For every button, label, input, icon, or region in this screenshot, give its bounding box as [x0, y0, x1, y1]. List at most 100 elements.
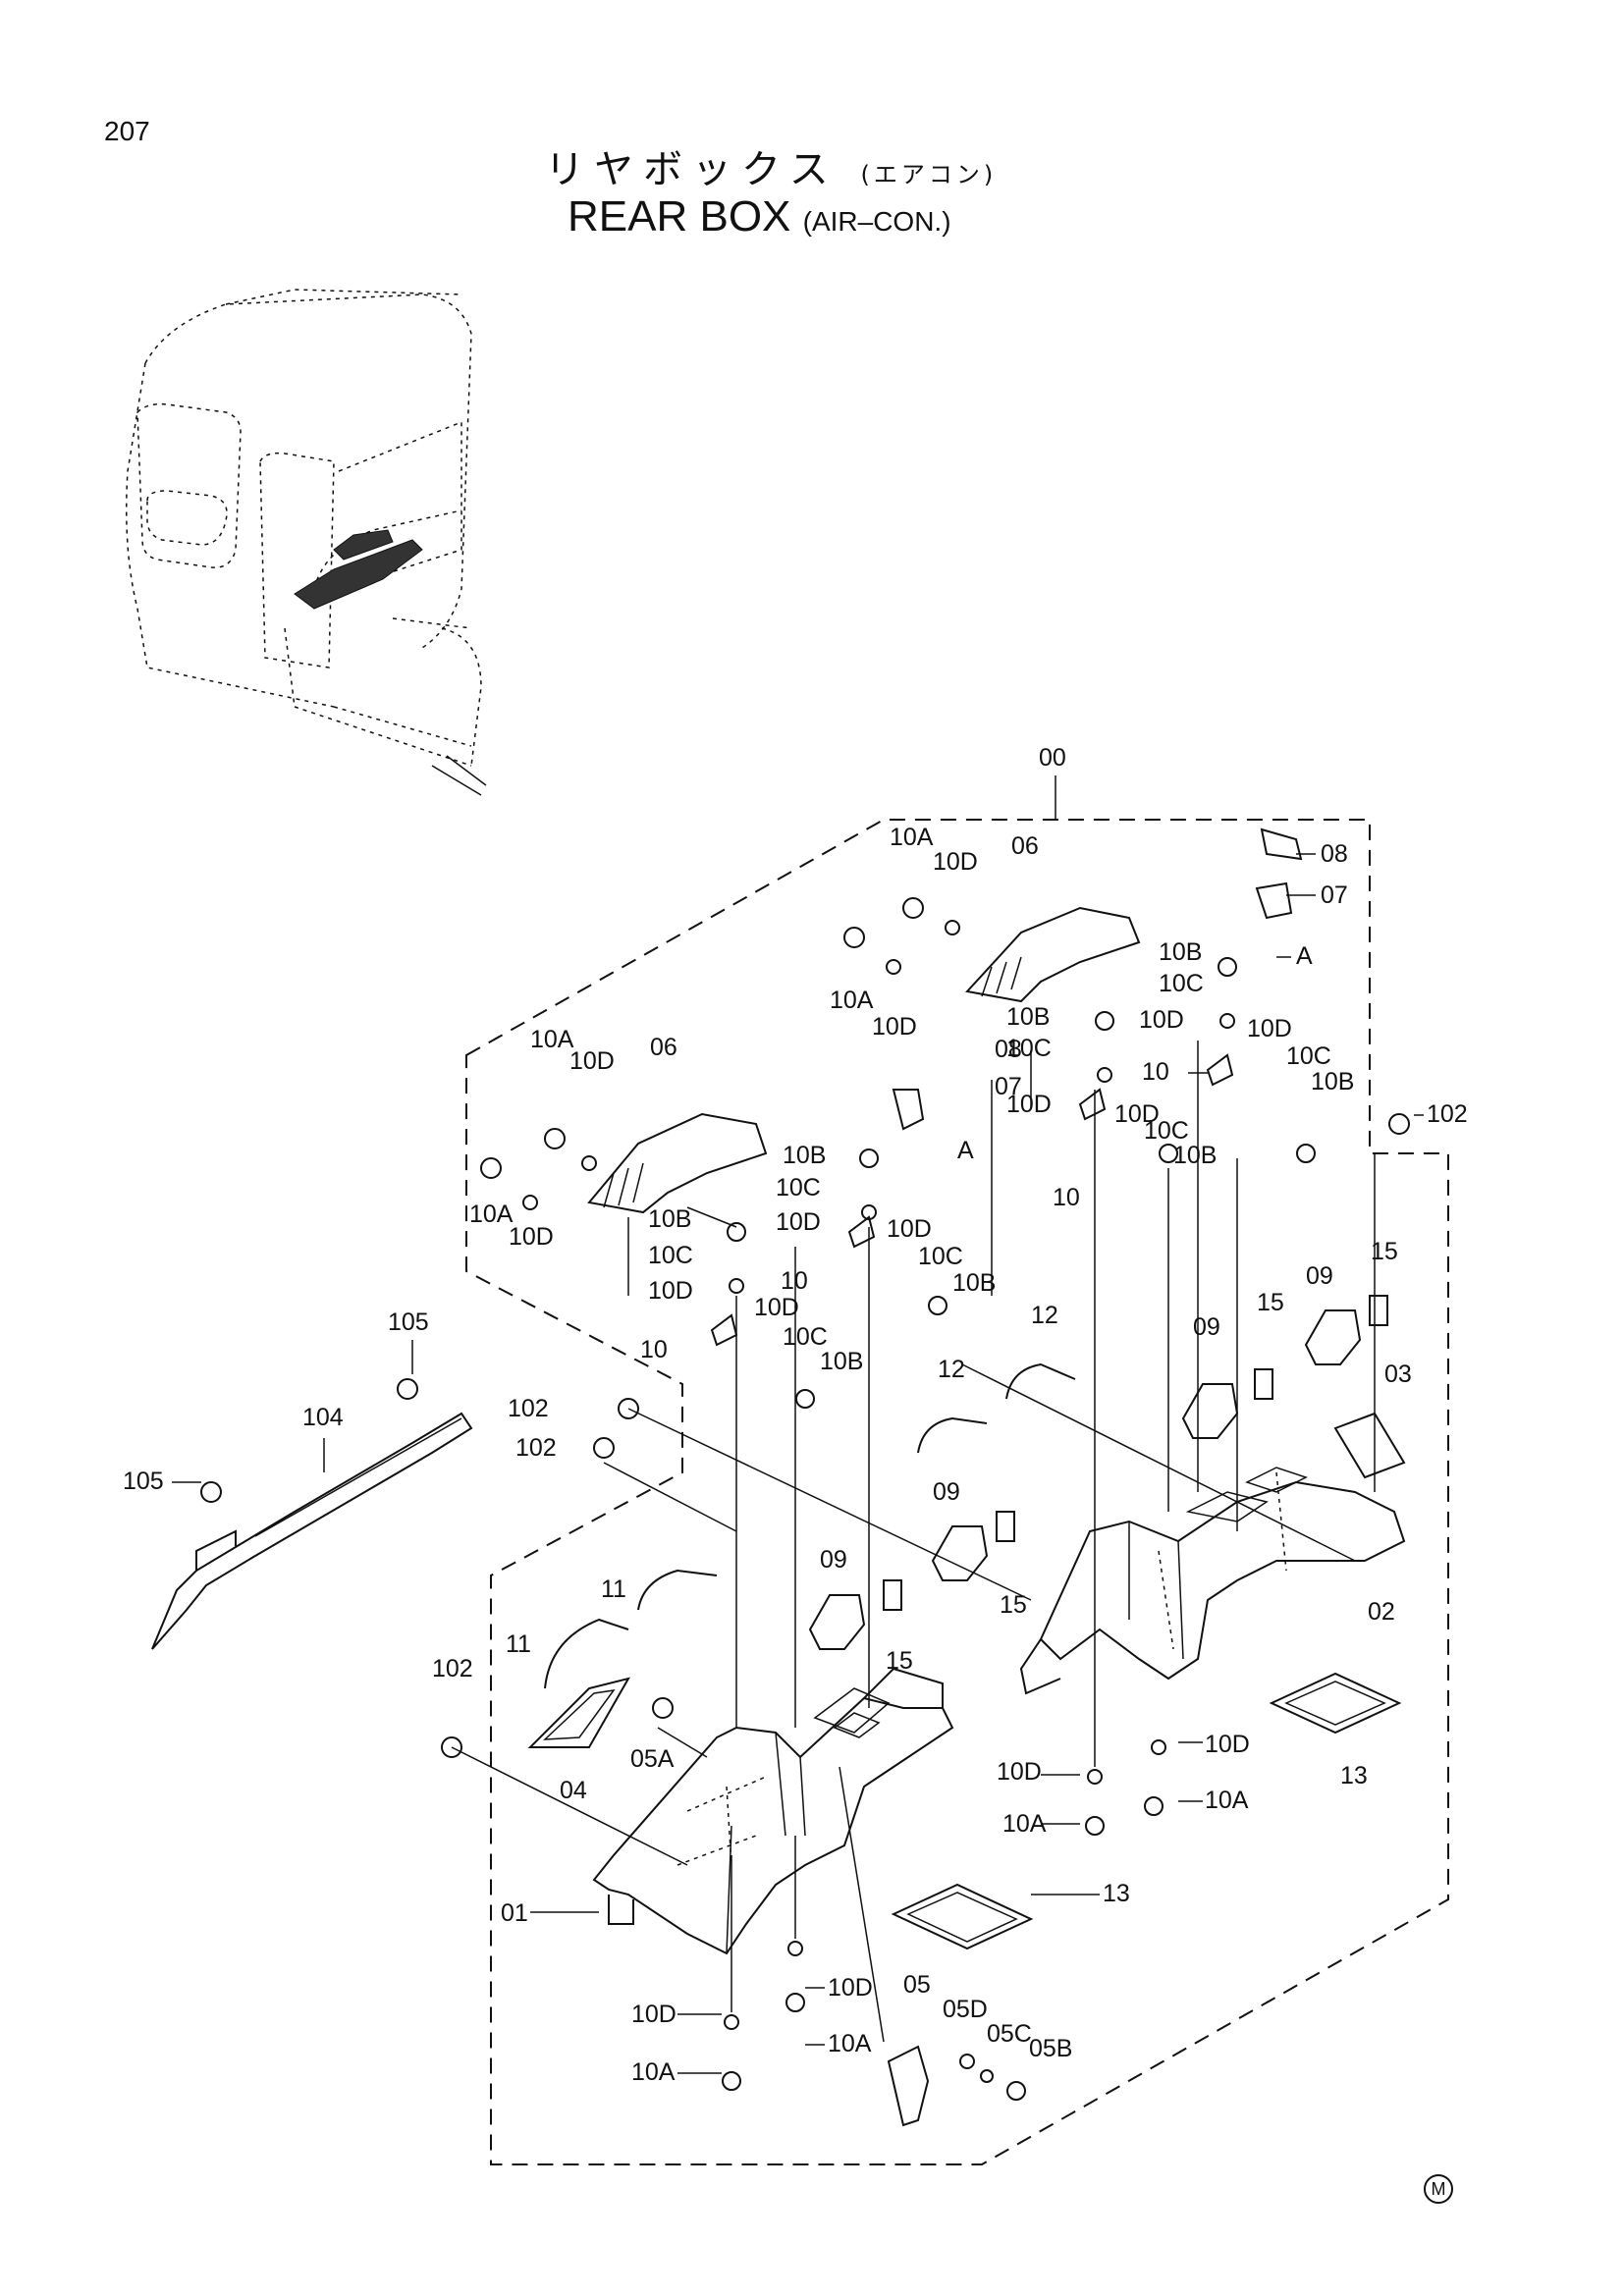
label-11-a: 11 — [601, 1575, 626, 1603]
label-10d-6: 10D — [1247, 1015, 1292, 1042]
label-05: 05 — [903, 1971, 931, 1999]
label-10a-5: 10A — [1205, 1787, 1249, 1814]
assembly-boundary — [465, 775, 1449, 2165]
label-10c-6: 10C — [918, 1243, 963, 1270]
label-10-b: 10 — [1053, 1184, 1080, 1211]
manufacturer-mark: M — [1424, 2174, 1453, 2204]
label-10a-4: 10A — [469, 1201, 514, 1228]
label-10d-2: 10D — [872, 1013, 917, 1041]
label-10a-6: 10A — [1002, 1810, 1047, 1838]
leader-lines — [451, 1041, 1376, 2043]
label-12-a: 12 — [1031, 1302, 1058, 1329]
label-08-upper: 08 — [1321, 840, 1348, 868]
label-10d-5: 10D — [1139, 1006, 1184, 1034]
title-jp-sub: (エアコン) — [860, 161, 998, 188]
label-15-a: 15 — [1371, 1238, 1398, 1265]
label-10b-4: 10B — [1173, 1142, 1217, 1169]
plate-03 — [1333, 1412, 1406, 1479]
label-10d-16: 10D — [631, 2001, 677, 2028]
title-english: REAR BOX (AIR–CON.) — [568, 192, 951, 241]
springs — [544, 1362, 1076, 1689]
label-105-b: 105 — [123, 1468, 164, 1495]
label-a-upper: A — [1296, 942, 1313, 970]
label-10b-3: 10B — [1006, 1003, 1050, 1031]
base-01 — [592, 1667, 954, 1955]
filter-13-right — [1269, 1672, 1402, 1735]
label-105-a: 105 — [388, 1308, 429, 1336]
label-10-c: 10 — [781, 1267, 808, 1295]
filter-13-left — [891, 1883, 1034, 1950]
label-13-b: 13 — [1103, 1880, 1130, 1907]
label-10c-7: 10C — [648, 1242, 693, 1269]
label-10d-12: 10D — [754, 1294, 799, 1321]
label-10a-3: 10A — [530, 1026, 574, 1053]
label-11-b: 11 — [506, 1630, 531, 1658]
grille-04 — [527, 1677, 631, 1748]
label-10b-1: 10B — [1159, 938, 1202, 966]
label-10c-4: 10C — [1144, 1117, 1189, 1145]
label-10b-6: 10B — [952, 1269, 996, 1297]
title-en-main: REAR BOX — [568, 192, 791, 240]
label-10b-8: 10B — [820, 1348, 863, 1375]
label-10a-7: 10A — [828, 2030, 872, 2057]
label-15-d: 15 — [886, 1647, 913, 1675]
side-cover-104 — [151, 1412, 473, 1650]
fasteners — [200, 828, 1410, 2127]
label-08-lower: 08 — [995, 1036, 1022, 1063]
label-10d-13: 10D — [1205, 1731, 1250, 1758]
label-10d-4: 10D — [509, 1223, 554, 1251]
label-104: 104 — [302, 1404, 344, 1431]
label-10d-11: 10D — [648, 1277, 693, 1305]
callout-labels: 00 01 02 03 04 05A 05 05D 05C 05B 06 06 … — [123, 744, 1468, 2086]
label-13-a: 13 — [1340, 1762, 1368, 1789]
grilles-09 — [808, 1309, 1362, 1650]
label-10b-2: 10B — [1311, 1068, 1354, 1095]
label-09-d: 09 — [820, 1546, 847, 1574]
label-102-b: 102 — [508, 1395, 549, 1422]
clips-15 — [883, 1295, 1388, 1611]
label-10d-9: 10D — [776, 1208, 821, 1236]
label-05c: 05C — [987, 2020, 1032, 2048]
label-10c-3: 10C — [1006, 1035, 1052, 1062]
label-10-a: 10 — [1142, 1058, 1169, 1086]
label-07-upper: 07 — [1321, 881, 1348, 909]
label-09-c: 09 — [933, 1478, 960, 1506]
label-10a-8: 10A — [631, 2058, 676, 2086]
label-15-b: 15 — [1257, 1289, 1284, 1316]
label-10b-7: 10B — [648, 1205, 691, 1233]
label-102-c: 102 — [515, 1434, 557, 1462]
label-05a: 05A — [630, 1745, 675, 1773]
label-09-a: 09 — [1193, 1313, 1220, 1341]
label-102-d: 102 — [432, 1655, 473, 1682]
label-10c-8: 10C — [783, 1323, 828, 1351]
label-102-a: 102 — [1427, 1100, 1468, 1128]
label-10c-5: 10C — [776, 1174, 821, 1201]
label-10d-14: 10D — [997, 1758, 1042, 1786]
label-10d-10: 10D — [887, 1215, 932, 1243]
label-12-b: 12 — [938, 1356, 965, 1383]
label-ticks — [172, 853, 1424, 2074]
cover-06-upper — [965, 906, 1141, 1003]
label-04: 04 — [560, 1777, 587, 1804]
label-07-lower: 07 — [995, 1073, 1022, 1100]
label-10b-5: 10B — [783, 1142, 826, 1169]
label-05b: 05B — [1029, 2035, 1072, 2062]
label-06-lower: 06 — [650, 1034, 677, 1061]
label-10d-8: 10D — [1114, 1100, 1160, 1128]
label-00: 00 — [1039, 744, 1066, 772]
label-06-upper: 06 — [1011, 832, 1039, 860]
label-01: 01 — [501, 1899, 528, 1927]
title-jp-main: リヤボックス — [545, 147, 839, 192]
label-10a-2: 10A — [830, 987, 874, 1014]
label-09-b: 09 — [1306, 1262, 1333, 1290]
label-a-lower: A — [957, 1137, 974, 1164]
label-10d-15: 10D — [828, 1974, 873, 2002]
label-10c-2: 10C — [1286, 1042, 1331, 1070]
title-japanese: リヤボックス (エアコン) — [545, 137, 997, 194]
label-10c-1: 10C — [1159, 970, 1204, 997]
label-10-d: 10 — [640, 1336, 668, 1363]
label-10d-3: 10D — [569, 1047, 615, 1075]
page-number: 207 — [104, 116, 150, 146]
label-15-c: 15 — [1000, 1591, 1027, 1619]
